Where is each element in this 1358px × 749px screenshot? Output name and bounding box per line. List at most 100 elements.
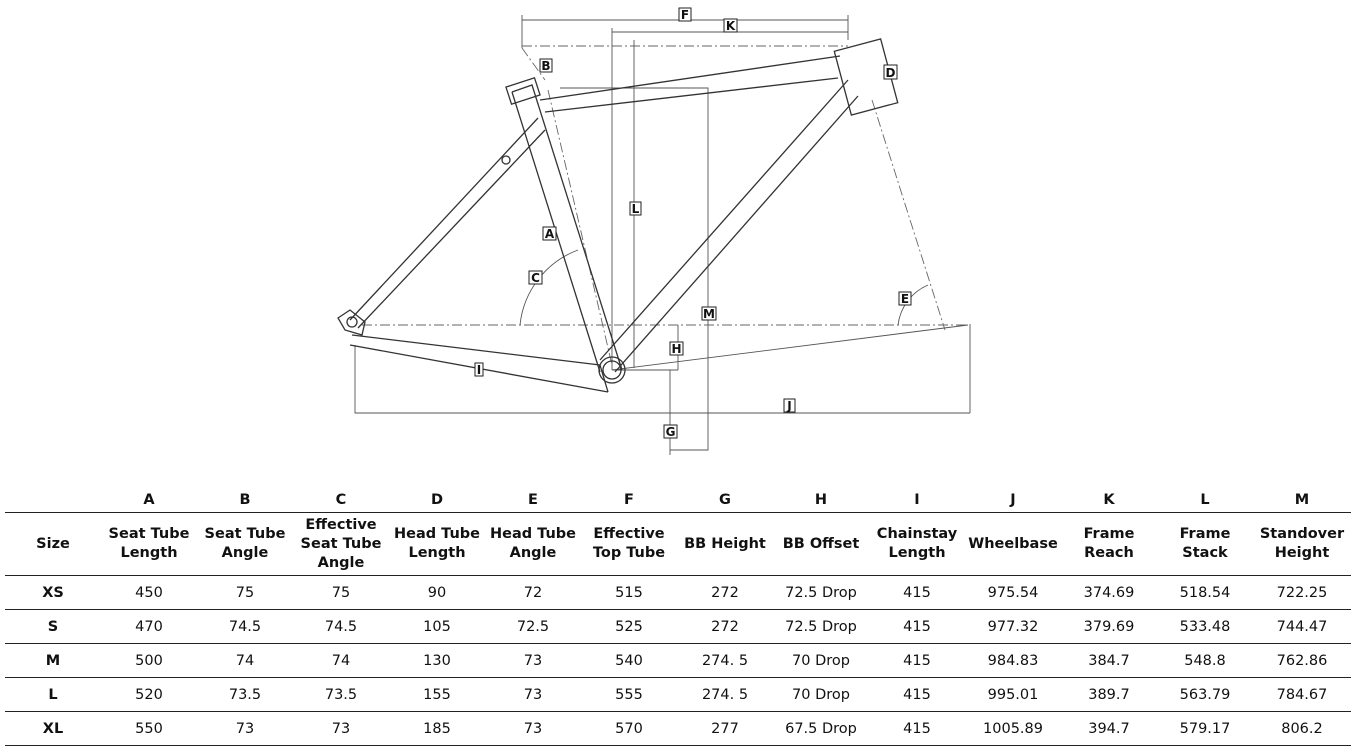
- letter-cell: B: [239, 492, 251, 508]
- label-I: I: [474, 362, 484, 377]
- value-cell: 73.5: [197, 677, 293, 712]
- svg-text:F: F: [681, 8, 689, 22]
- letter-cell: L: [1200, 492, 1210, 508]
- size-cell: M: [5, 643, 101, 678]
- label-E: E: [898, 291, 912, 306]
- label-L: L: [629, 201, 642, 216]
- column-header: Effective Top Tube: [581, 512, 677, 576]
- value-cell: 415: [869, 677, 965, 712]
- value-cell: 379.69: [1061, 609, 1157, 644]
- value-cell: 73: [485, 677, 581, 712]
- svg-text:B: B: [541, 59, 550, 73]
- svg-text:H: H: [671, 342, 681, 356]
- letter-cell: M: [1294, 492, 1310, 508]
- value-cell: 70 Drop: [773, 677, 869, 712]
- letter-cell: [5, 488, 101, 513]
- size-cell: S: [5, 609, 101, 644]
- value-cell: 525: [581, 609, 677, 644]
- value-cell: 415: [869, 643, 965, 678]
- value-cell: 73: [293, 711, 389, 746]
- value-cell: 1005.89: [965, 711, 1061, 746]
- column-header: BB Height: [677, 512, 773, 576]
- size-cell: XS: [5, 575, 101, 610]
- value-cell: 73: [485, 711, 581, 746]
- column-header: Frame Reach: [1061, 512, 1157, 576]
- value-cell: 744.47: [1253, 609, 1351, 644]
- frame-geometry-diagram: F K B D L A C M E H I J G: [337, 7, 972, 455]
- value-cell: 73.5: [293, 677, 389, 712]
- svg-text:G: G: [666, 425, 676, 439]
- value-cell: 977.32: [965, 609, 1061, 644]
- value-cell: 450: [101, 575, 197, 610]
- column-header: Frame Stack: [1157, 512, 1253, 576]
- value-cell: 75: [293, 575, 389, 610]
- label-J: J: [783, 398, 796, 413]
- value-cell: 722.25: [1253, 575, 1351, 610]
- column-header: Head Tube Angle: [485, 512, 581, 576]
- column-header: Seat Tube Angle: [197, 512, 293, 576]
- column-header: Effective Seat Tube Angle: [293, 512, 389, 576]
- value-cell: 548.8: [1157, 643, 1253, 678]
- label-A: A: [542, 226, 557, 241]
- value-cell: 374.69: [1061, 575, 1157, 610]
- label-H: H: [669, 341, 684, 356]
- value-cell: 277: [677, 711, 773, 746]
- value-cell: 470: [101, 609, 197, 644]
- value-cell: 72.5: [485, 609, 581, 644]
- letter-cell: I: [914, 492, 920, 508]
- value-cell: 975.54: [965, 575, 1061, 610]
- label-M: M: [701, 306, 717, 321]
- value-cell: 550: [101, 711, 197, 746]
- letter-cell: H: [814, 492, 828, 508]
- value-cell: 533.48: [1157, 609, 1253, 644]
- value-cell: 415: [869, 609, 965, 644]
- column-header-row: Size Seat Tube Length Seat Tube Angle Ef…: [5, 512, 1351, 576]
- label-C: C: [528, 270, 543, 285]
- value-cell: 185: [389, 711, 485, 746]
- letter-cell: C: [335, 492, 347, 508]
- frame-geometry-svg: F K B D L A C M E H I J G: [337, 7, 972, 455]
- label-F: F: [678, 7, 692, 22]
- value-cell: 518.54: [1157, 575, 1253, 610]
- value-cell: 72: [485, 575, 581, 610]
- column-header: Head Tube Length: [389, 512, 485, 576]
- letter-cell: D: [430, 492, 444, 508]
- value-cell: 74: [197, 643, 293, 678]
- label-K: K: [723, 18, 738, 33]
- value-cell: 90: [389, 575, 485, 610]
- value-cell: 72.5 Drop: [773, 609, 869, 644]
- value-cell: 74.5: [293, 609, 389, 644]
- value-cell: 500: [101, 643, 197, 678]
- value-cell: 394.7: [1061, 711, 1157, 746]
- dimension-lines: [354, 15, 972, 455]
- value-cell: 74: [293, 643, 389, 678]
- value-cell: 75: [197, 575, 293, 610]
- letter-cell: F: [624, 492, 634, 508]
- value-cell: 274. 5: [677, 643, 773, 678]
- value-cell: 73: [485, 643, 581, 678]
- column-header: Chainstay Length: [869, 512, 965, 576]
- value-cell: 806.2: [1253, 711, 1351, 746]
- value-cell: 995.01: [965, 677, 1061, 712]
- svg-text:E: E: [901, 292, 909, 306]
- letter-cell: E: [528, 492, 538, 508]
- column-header: Seat Tube Length: [101, 512, 197, 576]
- dimension-labels: F K B D L A C M E H I J G: [474, 7, 912, 439]
- size-cell: L: [5, 677, 101, 712]
- value-cell: 570: [581, 711, 677, 746]
- value-cell: 155: [389, 677, 485, 712]
- value-cell: 563.79: [1157, 677, 1253, 712]
- column-header: Standover Height: [1253, 512, 1351, 576]
- letter-cell: A: [143, 492, 155, 508]
- label-G: G: [663, 424, 678, 439]
- value-cell: 555: [581, 677, 677, 712]
- letter-cell: J: [1010, 492, 1016, 508]
- value-cell: 105: [389, 609, 485, 644]
- value-cell: 130: [389, 643, 485, 678]
